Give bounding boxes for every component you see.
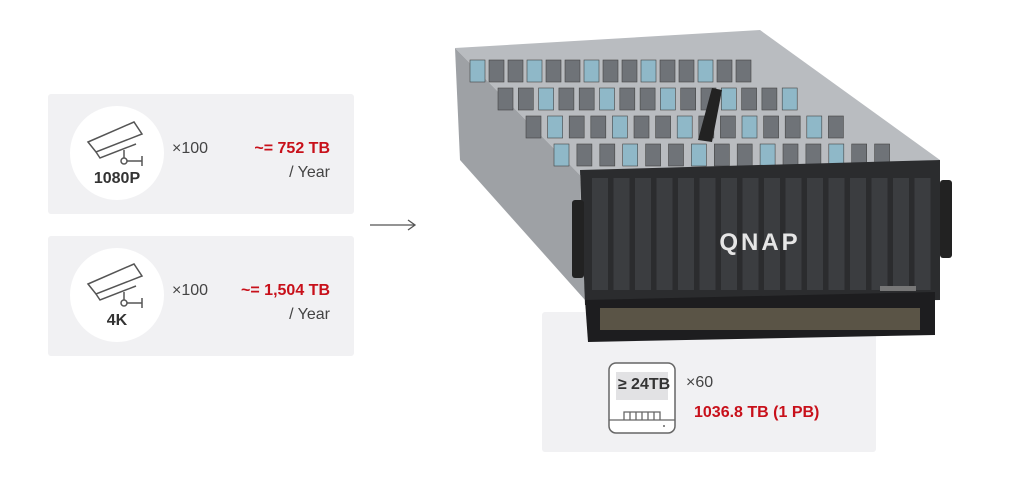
drive-bay bbox=[633, 115, 650, 139]
hard-drive-icon bbox=[608, 362, 676, 434]
cctv-camera-icon bbox=[86, 263, 144, 308]
drive-bay bbox=[578, 87, 595, 111]
total-capacity: 1036.8 TB (1 PB) bbox=[694, 404, 820, 421]
front-grille-slot bbox=[828, 178, 845, 290]
drive-capacity: ≥ 24TB bbox=[617, 376, 671, 393]
drive-bay bbox=[507, 59, 524, 83]
drive-bay bbox=[545, 59, 562, 83]
camera-multiplier: ×100 bbox=[172, 282, 209, 299]
drive-bay bbox=[781, 87, 798, 111]
front-grille-slot bbox=[850, 178, 866, 290]
drive-multiplier: ×60 bbox=[686, 374, 714, 391]
drive-bay bbox=[558, 87, 575, 111]
front-grille-slot bbox=[613, 178, 630, 290]
storage-value: ~= 1,504 TB bbox=[241, 282, 330, 299]
drive-bay bbox=[763, 115, 779, 139]
drive-bay bbox=[782, 143, 799, 167]
front-grille-slot bbox=[914, 178, 931, 290]
front-grille-slot bbox=[871, 178, 888, 290]
drive-bay bbox=[599, 87, 615, 111]
drive-bay bbox=[741, 115, 758, 139]
front-grille-slot bbox=[785, 178, 802, 290]
drive-bay bbox=[691, 143, 707, 167]
drive-bay bbox=[828, 115, 844, 139]
drive-bay bbox=[583, 59, 600, 83]
drive-bay bbox=[576, 143, 593, 167]
qnap-storage-server-image: QNAP bbox=[455, 30, 952, 342]
camera-card-4k: 4K ×100 ~= 1,504 TB / Year bbox=[48, 236, 354, 356]
cctv-camera-icon bbox=[86, 121, 144, 166]
drive-bay bbox=[621, 59, 638, 83]
front-grille-slot bbox=[807, 178, 823, 290]
drive-bay bbox=[736, 143, 753, 167]
camera-multiplier: ×100 bbox=[172, 140, 209, 157]
drive-bay bbox=[761, 87, 778, 111]
drive-bay bbox=[720, 87, 737, 111]
drive-bay bbox=[639, 87, 656, 111]
drive-bay bbox=[640, 59, 657, 83]
drive-bay bbox=[612, 115, 628, 139]
front-grille-slot bbox=[635, 178, 651, 290]
drive-bay bbox=[602, 59, 619, 83]
drive-bay bbox=[713, 143, 730, 167]
camera-badge: 1080P bbox=[70, 106, 164, 200]
drive-bay bbox=[619, 87, 636, 111]
drive-bay bbox=[622, 143, 639, 167]
resolution-label: 1080P bbox=[93, 170, 141, 187]
drive-bay bbox=[568, 115, 585, 139]
brand-logo: QNAP bbox=[719, 229, 800, 256]
drive-bay bbox=[525, 115, 542, 139]
front-grille-slot bbox=[893, 178, 909, 290]
drive-bay bbox=[469, 59, 486, 83]
drive-bay bbox=[553, 143, 570, 167]
drive-bay bbox=[668, 143, 684, 167]
drive-bay bbox=[676, 115, 693, 139]
drive-bay bbox=[720, 115, 736, 139]
drive-bay bbox=[599, 143, 616, 167]
period-label: / Year bbox=[289, 164, 330, 181]
resolution-label: 4K bbox=[106, 312, 128, 329]
storage-value: ~= 752 TB bbox=[254, 140, 330, 157]
camera-badge: 4K bbox=[70, 248, 164, 342]
drive-bay bbox=[680, 87, 697, 111]
drive-bay bbox=[488, 59, 505, 83]
front-grille-slot bbox=[721, 178, 737, 290]
drive-bay bbox=[645, 143, 661, 167]
drive-bay bbox=[655, 115, 671, 139]
drive-bay bbox=[759, 143, 776, 167]
drive-bay bbox=[806, 115, 823, 139]
drive-bay bbox=[697, 59, 714, 83]
drive-bay bbox=[497, 87, 514, 111]
drive-bay bbox=[538, 87, 554, 111]
drive-bay bbox=[590, 115, 607, 139]
front-grille-slot bbox=[656, 178, 673, 290]
drive-bay bbox=[564, 59, 581, 83]
front-grille-slot bbox=[678, 178, 694, 290]
drive-bay bbox=[526, 59, 543, 83]
drive-bay bbox=[678, 59, 695, 83]
drive-bay bbox=[659, 59, 676, 83]
drive-bay bbox=[828, 143, 845, 167]
front-grille-slot bbox=[764, 178, 780, 290]
arrow-right-icon bbox=[370, 219, 417, 231]
drive-bay bbox=[517, 87, 534, 111]
drive-bay bbox=[716, 59, 733, 83]
front-grille-slot bbox=[592, 178, 608, 290]
drive-bay bbox=[741, 87, 757, 111]
drive-bay bbox=[784, 115, 801, 139]
period-label: / Year bbox=[289, 306, 330, 323]
front-grille-slot bbox=[742, 178, 759, 290]
drive-bay bbox=[805, 143, 822, 167]
drive-bay bbox=[660, 87, 676, 111]
camera-card-1080p: 1080P ×100 ~= 752 TB / Year bbox=[48, 94, 354, 214]
drive-bay bbox=[735, 59, 752, 83]
drive-bay bbox=[547, 115, 563, 139]
front-grille-slot bbox=[699, 178, 716, 290]
